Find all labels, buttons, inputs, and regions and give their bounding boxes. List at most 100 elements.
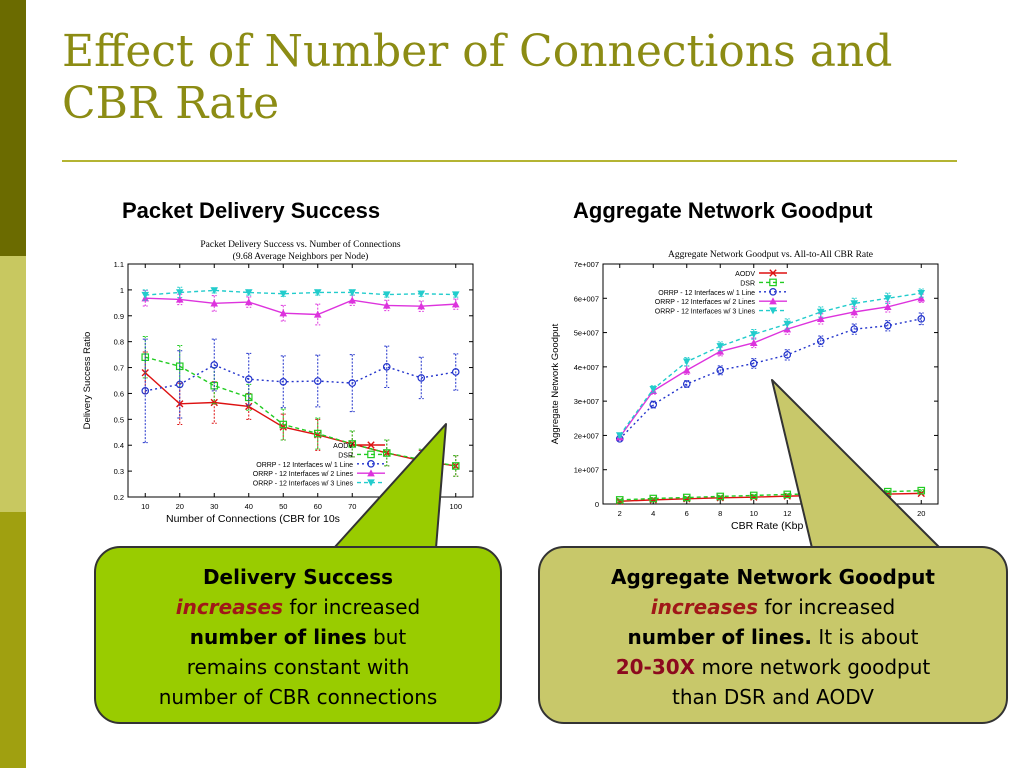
data-point <box>348 440 357 448</box>
sidebar-decoration <box>0 0 26 768</box>
data-point <box>452 462 460 470</box>
legend-marker <box>367 460 375 468</box>
goodput-chart: Aggregate Network Goodput vs. All-to-All… <box>545 242 945 532</box>
data-point <box>141 387 150 395</box>
error-bar <box>717 494 723 498</box>
legend-label: ORRP - 12 Interfaces w/ 3 Lines <box>655 309 756 316</box>
series-3 <box>615 293 926 441</box>
series-line <box>619 489 922 501</box>
error-bar <box>211 381 217 424</box>
y-tick-label: 0.4 <box>114 441 124 450</box>
series-line <box>145 289 456 296</box>
data-point <box>382 301 391 309</box>
right-callout-line2: for increased <box>758 595 896 619</box>
x-tick-label: 50 <box>279 502 287 511</box>
data-point <box>883 321 892 330</box>
error-bar <box>349 430 355 458</box>
error-bar <box>918 489 924 493</box>
y-tick-label: 6e+007 <box>574 294 599 303</box>
data-point <box>749 359 758 368</box>
series-2 <box>141 338 460 444</box>
data-point <box>417 290 426 298</box>
error-bar <box>751 493 757 497</box>
data-point <box>816 337 825 345</box>
error-bar <box>280 408 286 441</box>
error-bar <box>315 354 321 408</box>
legend-label: DSR <box>338 452 353 459</box>
right-callout-line5: than DSR and AODV <box>672 685 874 709</box>
y-tick-label: 0.5 <box>114 415 124 424</box>
x-tick-label: 70 <box>348 502 356 511</box>
y-tick-label: 3e+007 <box>574 397 599 406</box>
data-point <box>883 303 892 311</box>
data-point <box>348 379 357 387</box>
legend-marker <box>367 469 375 477</box>
right-callout-emphasis: increases <box>650 595 759 619</box>
chart-title: Aggregate Network Goodput vs. All-to-All… <box>668 250 873 260</box>
left-callout-bubble: Delivery Success increases for increased… <box>94 546 502 724</box>
data-point <box>313 429 322 438</box>
data-point <box>451 462 460 470</box>
y-axis-label: Aggregate Network Goodput <box>550 323 561 444</box>
data-point <box>917 486 926 495</box>
data-point <box>850 300 859 308</box>
right-callout-multiplier: 20-30X <box>615 655 696 679</box>
data-point <box>716 343 725 351</box>
data-point <box>244 289 253 297</box>
series-4 <box>141 286 460 301</box>
data-point <box>244 375 253 384</box>
data-point <box>244 298 253 306</box>
left-callout-line5: number of CBR connections <box>158 685 438 709</box>
error-bar <box>315 417 321 450</box>
plot-frame <box>602 263 939 505</box>
data-point <box>917 289 926 297</box>
error-bar <box>177 350 183 419</box>
left-callout-line4: remains constant with <box>186 655 410 679</box>
data-point <box>313 377 322 385</box>
data-point <box>382 449 391 457</box>
data-point <box>141 291 150 299</box>
error-bar <box>142 335 148 379</box>
data-point <box>816 315 825 323</box>
data-point <box>175 295 184 303</box>
data-point <box>649 400 658 409</box>
left-callout-pointer <box>333 423 447 549</box>
sidebar-band-top <box>0 0 26 256</box>
error-bar <box>617 498 623 502</box>
sidebar-band-middle <box>0 256 26 512</box>
x-tick-label: 30 <box>210 502 218 511</box>
error-bar <box>453 455 459 477</box>
data-point <box>417 302 426 310</box>
plot-frame <box>127 263 474 498</box>
data-point <box>451 368 460 376</box>
series-4 <box>615 288 926 440</box>
data-point <box>279 377 288 386</box>
legend-marker <box>769 297 777 305</box>
data-point <box>749 331 758 339</box>
x-tick-label: 20 <box>917 509 925 518</box>
error-bar <box>246 392 252 420</box>
error-bar <box>211 338 217 392</box>
data-point <box>313 289 322 297</box>
data-point <box>883 295 892 303</box>
right-callout-line4: more network goodput <box>695 655 931 679</box>
chart-title: Packet Delivery Success vs. Number of Co… <box>200 239 401 250</box>
data-point <box>716 366 725 375</box>
legend-label: ORRP - 12 Interfaces w/ 2 Lines <box>655 299 756 306</box>
left-callout-line1: Delivery Success <box>202 565 394 589</box>
data-point <box>649 494 658 503</box>
x-tick-label: 10 <box>141 502 149 511</box>
x-tick-label: 8 <box>718 509 722 518</box>
data-point <box>279 309 288 317</box>
y-tick-label: 0.2 <box>114 493 124 502</box>
x-tick-label: 100 <box>449 502 462 511</box>
error-bar <box>918 312 924 326</box>
left-panel-heading: Packet Delivery Success <box>122 198 381 223</box>
x-tick-label: 60 <box>314 502 322 511</box>
data-point <box>175 289 184 297</box>
data-point <box>783 325 792 333</box>
x-tick-label: 6 <box>685 509 689 518</box>
data-point <box>749 491 758 500</box>
y-tick-label: 0 <box>595 500 599 509</box>
y-tick-label: 0.9 <box>114 312 124 321</box>
